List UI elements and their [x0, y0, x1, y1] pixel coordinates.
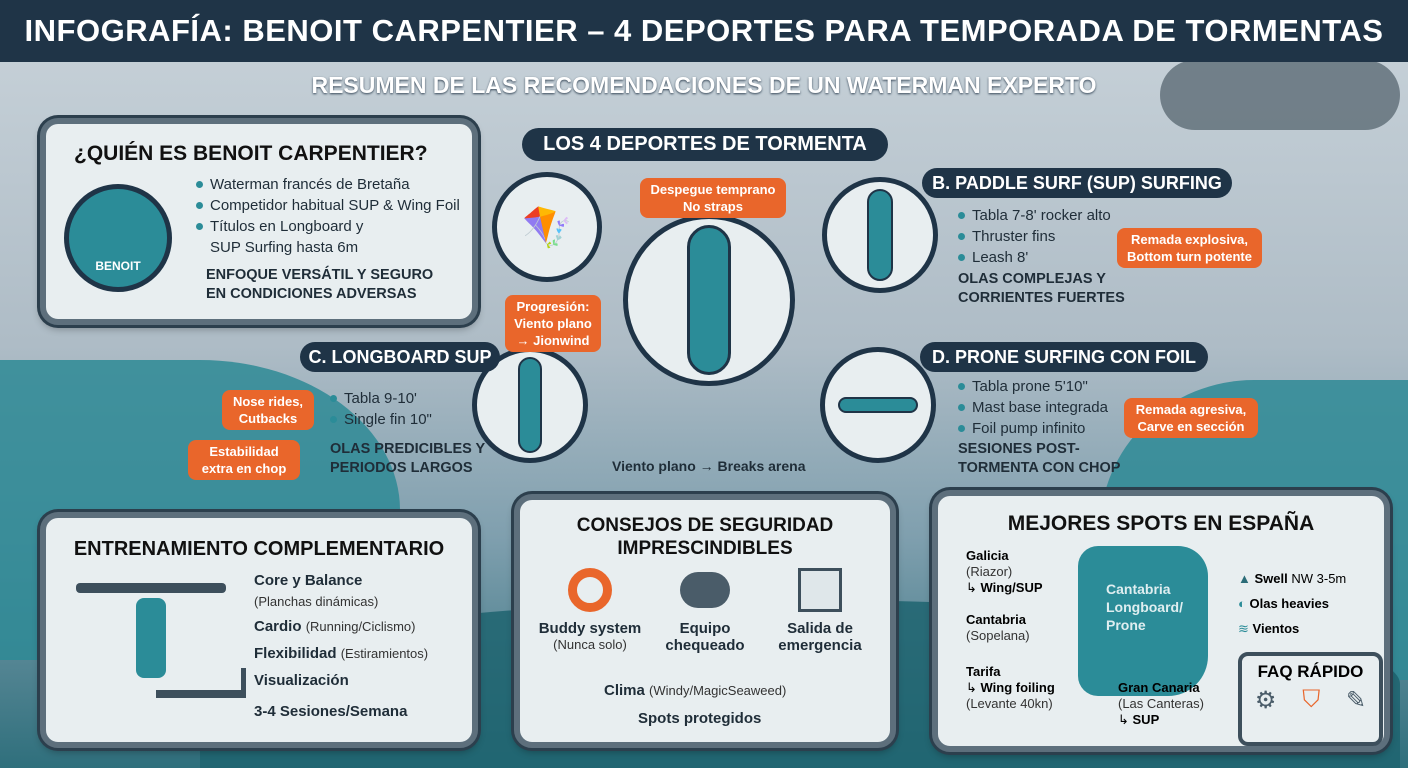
legend-item: Olas heavies — [1249, 596, 1329, 611]
storm-cloud — [1160, 60, 1400, 130]
training-item-detail: (Planchas dinámicas) — [254, 594, 379, 609]
center-note: Viento plano → Breaks arena — [612, 458, 806, 474]
training-item-detail: (Running/Ciclismo) — [305, 619, 416, 634]
spot-sport: SUP — [1132, 712, 1160, 727]
prone-foil-circle — [820, 347, 936, 463]
avatar-label: BENOIT — [95, 259, 141, 273]
center-board-circle — [623, 214, 795, 386]
surfboard-icon — [867, 189, 893, 281]
spain-map: Cantabria Longboard/ Prone — [1078, 546, 1208, 696]
legend-detail: NW 3-5m — [1291, 571, 1347, 586]
safety-item: Clima — [604, 682, 645, 699]
lifebuoy-icon — [568, 568, 612, 612]
safety-icon-label: Equipo chequeado — [665, 620, 745, 654]
sup-surf-bullet: Tabla 7-8' rocker alto — [958, 205, 1111, 226]
sup-surf-title: B. PADDLE SURF (SUP) SURFING — [922, 168, 1232, 198]
sports-heading: LOS 4 DEPORTES DE TORMENTA — [522, 128, 888, 161]
spot-sport: Wing/SUP — [980, 580, 1043, 595]
training-item-detail: (Estiramientos) — [340, 646, 429, 661]
legend-item: Vientos — [1252, 621, 1300, 636]
who-heading: ¿QUIÉN ES BENOIT CARPENTIER? — [74, 142, 428, 165]
wave-icon: ◐ — [1238, 596, 1246, 611]
training-panel: ENTRENAMIENTO COMPLEMENTARIO Core y Bala… — [40, 512, 478, 748]
wing-foil-icon: 🪁 — [522, 205, 572, 250]
wing-foil-note: Despegue temprano No straps — [640, 178, 786, 218]
safety-panel: CONSEJOS DE SEGURIDAD IMPRESCINDIBLES Bu… — [514, 494, 896, 748]
spot-name: Gran Canaria — [1118, 680, 1200, 695]
sup-surf-focus: OLAS COMPLEJAS Y CORRIENTES FUERTES — [958, 271, 1125, 306]
avatar: BENOIT — [64, 184, 172, 292]
legend-item: Swell — [1254, 571, 1288, 586]
spot-name: Cantabria — [966, 612, 1026, 627]
who-focus: ENFOQUE VERSÁTIL Y SEGURO EN CONDICIONES… — [206, 267, 434, 302]
sup-surf-note: Remada explosiva, Bottom turn potente — [1117, 228, 1262, 268]
faq-box[interactable]: FAQ RÁPIDO ⚙ ⛉ ✎ — [1238, 652, 1383, 746]
safety-icon-label: Buddy system — [538, 620, 642, 637]
longboard-title: C. LONGBOARD SUP — [300, 342, 500, 372]
spot-name: Tarifa — [966, 664, 1001, 679]
longboard-bullet: Single fin 10" — [330, 409, 432, 430]
barbell-icon — [76, 583, 226, 593]
athlete-icon — [136, 598, 166, 678]
prone-foil-bullet: Mast base integrada — [958, 397, 1108, 418]
spot-place: (Sopelana) — [966, 628, 1030, 643]
longboard-note-2: Estabilidad extra en chop — [188, 440, 300, 480]
spot-sport: Wing foiling — [980, 680, 1055, 695]
foilboard-icon — [838, 397, 918, 413]
sup-surf-circle — [822, 177, 938, 293]
longboard-focus: OLAS PREDICIBLES Y PERIODOS LARGOS — [330, 441, 485, 476]
prone-foil-note: Remada agresiva, Carve en sección — [1124, 398, 1258, 438]
safety-heading: CONSEJOS DE SEGURIDAD IMPRESCINDIBLES — [576, 515, 834, 559]
treadmill-icon — [156, 668, 246, 698]
who-panel: ¿QUIÉN ES BENOIT CARPENTIER? BENOIT Wate… — [40, 118, 478, 325]
spot-place: (Levante 40kn) — [966, 696, 1053, 711]
safety-icon-detail: (Nunca solo) — [553, 637, 627, 652]
shield-check-icon: ⛉ — [1302, 686, 1321, 713]
longboard-note-1: Nose rides, Cutbacks — [222, 390, 314, 430]
spot-name: Galicia — [966, 548, 1009, 563]
prone-foil-bullet: Foil pump infinito — [958, 418, 1108, 439]
spot-place: (Riazor) — [966, 564, 1013, 579]
training-heading: ENTRENAMIENTO COMPLEMENTARIO — [73, 538, 445, 560]
whistle-icon — [680, 572, 730, 608]
sup-surf-bullet: Leash 8' — [958, 247, 1111, 268]
who-bullet: Waterman francés de Bretaña — [196, 174, 466, 195]
spots-panel: MEJORES SPOTS EN ESPAÑA Cantabria Longbo… — [932, 490, 1390, 752]
document-edit-icon: ✎ — [1345, 687, 1367, 714]
prone-foil-bullet: Tabla prone 5'10" — [958, 376, 1108, 397]
subtitle: RESUMEN DE LAS RECOMENDACIONES DE UN WAT… — [311, 72, 1097, 98]
longboard-icon — [518, 357, 542, 453]
progression-note: Progresión: Viento plano → Jionwind — [505, 295, 601, 352]
sup-board-icon — [687, 225, 731, 375]
prone-foil-title: D. PRONE SURFING CON FOIL — [920, 342, 1208, 372]
prone-foil-focus: SESIONES POST-TORMENTA CON CHOP — [958, 441, 1121, 476]
wing-foil-circle: 🪁 — [492, 172, 602, 282]
training-item: Flexibilidad — [254, 645, 337, 662]
gear-icon: ⚙ — [1254, 687, 1277, 714]
training-item: Visualización — [254, 672, 349, 689]
safety-item-detail: (Windy/MagicSeaweed) — [649, 683, 787, 698]
map-label: Cantabria Longboard/ Prone — [1106, 581, 1183, 633]
who-bullet: Competidor habitual SUP & Wing Foil — [196, 195, 466, 216]
who-bullet: Títulos en Longboard y SUP Surfing hasta… — [196, 216, 396, 258]
faq-title: FAQ RÁPIDO — [1257, 662, 1364, 681]
spots-heading: MEJORES SPOTS EN ESPAÑA — [1007, 512, 1315, 535]
training-item: 3-4 Sesiones/Semana — [254, 703, 408, 720]
page-title: INFOGRAFÍA: BENOIT CARPENTIER – 4 DEPORT… — [0, 0, 1408, 62]
longboard-bullet: Tabla 9-10' — [330, 388, 432, 409]
spot-place: (Las Canteras) — [1118, 696, 1204, 711]
swell-icon: ▲ — [1238, 571, 1251, 586]
training-item: Core y Balance — [254, 572, 363, 589]
sup-surf-bullet: Thruster fins — [958, 226, 1111, 247]
safety-item: Spots protegidos — [638, 710, 762, 727]
safety-icon-label: Salida de emergencia — [778, 620, 862, 654]
training-item: Cardio — [254, 618, 302, 635]
map-icon — [798, 568, 842, 612]
wind-icon: ≋ — [1238, 621, 1249, 636]
